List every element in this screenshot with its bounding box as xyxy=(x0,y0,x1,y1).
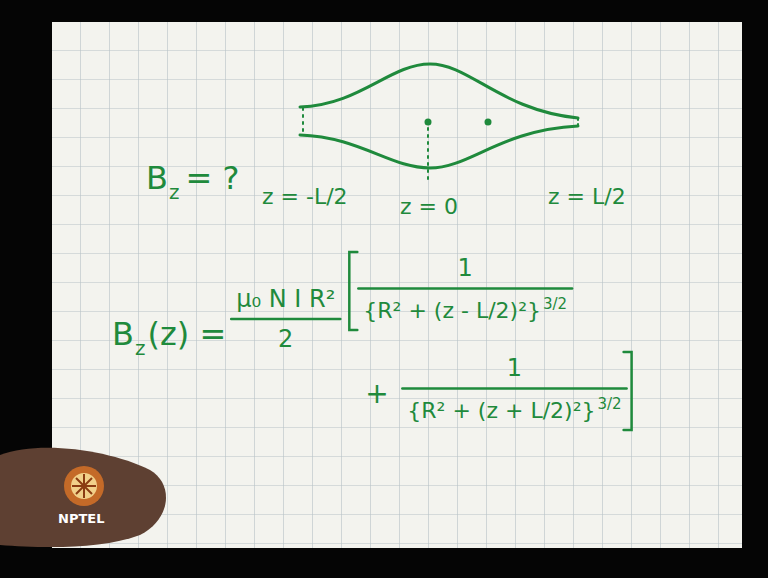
fraction-bar xyxy=(231,318,340,321)
fraction-denominator: {R² + (z - L/2)²} xyxy=(363,300,541,322)
grid xyxy=(52,22,742,548)
logo xyxy=(64,466,104,506)
paper xyxy=(52,22,742,548)
fraction-numerator: μ₀ N I R² xyxy=(236,287,335,311)
equation-text: (z) = xyxy=(147,318,226,350)
subscript: z xyxy=(169,182,180,202)
center-dot xyxy=(425,119,432,126)
exponent: 3/2 xyxy=(543,297,567,312)
logo-ring xyxy=(64,466,104,506)
logo-spokes xyxy=(72,474,96,498)
fraction-bar xyxy=(358,287,572,290)
logo-inner xyxy=(71,473,97,499)
left-bracket xyxy=(349,252,357,330)
question-label: = ? xyxy=(185,162,239,194)
variable-label: B xyxy=(146,162,168,194)
position-label: z = L/2 xyxy=(548,186,626,208)
fraction-bar xyxy=(402,387,626,390)
fraction-denominator: 2 xyxy=(278,327,293,351)
right-bracket xyxy=(624,352,632,430)
plus-sign: + xyxy=(365,380,388,408)
fraction-numerator: 1 xyxy=(507,356,522,380)
point-dot xyxy=(485,119,492,126)
logo-text: NPTEL xyxy=(58,512,104,525)
fraction-numerator: 1 xyxy=(458,256,473,280)
exponent: 3/2 xyxy=(597,397,621,412)
field-line-top xyxy=(300,64,578,118)
coil-right-dotted xyxy=(577,118,579,127)
field-line-bottom xyxy=(300,126,578,168)
variable-label: B xyxy=(112,318,134,350)
hand xyxy=(0,448,166,547)
fraction-denominator: {R² + (z + L/2)²} xyxy=(407,400,595,422)
center-dotted xyxy=(427,128,429,184)
subscript: z xyxy=(135,338,146,358)
position-label: z = 0 xyxy=(400,196,458,218)
position-label: z = -L/2 xyxy=(262,186,348,208)
coil-left-dotted xyxy=(302,108,304,134)
